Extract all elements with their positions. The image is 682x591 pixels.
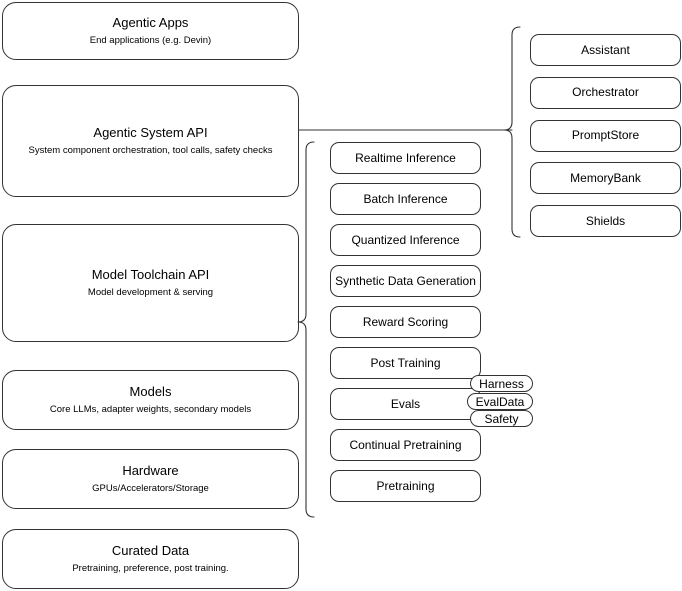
system-item-orchestrator[interactable]: Orchestrator (530, 76, 681, 109)
toolchain-item-label: Quantized Inference (351, 232, 460, 247)
system-item-label: PromptStore (571, 128, 640, 143)
layer-subtitle: Pretraining, preference, post training. (72, 563, 229, 574)
layer-title: Models (129, 384, 172, 399)
layer-agentic-apps[interactable]: Agentic Apps End applications (e.g. Devi… (2, 2, 299, 60)
layer-title: Hardware (122, 463, 179, 478)
brace-toolchain (297, 141, 315, 518)
system-item-memorybank[interactable]: MemoryBank (530, 162, 681, 195)
layer-model-toolchain-api[interactable]: Model Toolchain API Model development & … (2, 224, 299, 342)
layer-title: Curated Data (111, 543, 190, 558)
system-item-shields[interactable]: Shields (530, 205, 681, 238)
system-item-promptstore[interactable]: PromptStore (530, 119, 681, 152)
system-item-assistant[interactable]: Assistant (530, 34, 681, 66)
brace-agentic-system (503, 26, 521, 238)
layer-title: Model Toolchain API (91, 267, 210, 282)
layer-subtitle: Model development & serving (87, 287, 214, 298)
toolchain-item-pretraining[interactable]: Pretraining (330, 470, 481, 502)
eval-badge-evaldata[interactable]: EvalData (467, 393, 533, 410)
layer-title: Agentic System API (93, 125, 208, 140)
toolchain-item-post-training[interactable]: Post Training (330, 347, 481, 379)
layer-subtitle: GPUs/Accelerators/Storage (92, 483, 209, 494)
eval-badge-label: EvalData (475, 394, 525, 409)
toolchain-item-synthetic-data-generation[interactable]: Synthetic Data Generation (330, 265, 481, 297)
toolchain-item-label: Realtime Inference (355, 150, 456, 165)
toolchain-item-label: Batch Inference (363, 191, 448, 206)
layer-agentic-system-api[interactable]: Agentic System API System component orch… (2, 85, 299, 197)
toolchain-item-continual-pretraining[interactable]: Continual Pretraining (330, 429, 481, 461)
layer-models[interactable]: Models Core LLMs, adapter weights, secon… (2, 370, 299, 430)
system-item-label: Orchestrator (572, 85, 639, 100)
eval-badge-harness[interactable]: Harness (470, 375, 533, 392)
eval-badge-label: Harness (479, 376, 524, 391)
toolchain-item-label: Continual Pretraining (349, 437, 462, 452)
eval-badge-label: Safety (484, 411, 519, 426)
toolchain-item-label: Synthetic Data Generation (335, 273, 476, 288)
system-item-label: MemoryBank (570, 170, 641, 185)
layer-subtitle: Core LLMs, adapter weights, secondary mo… (49, 404, 252, 415)
toolchain-item-batch-inference[interactable]: Batch Inference (330, 183, 481, 215)
layer-title: Agentic Apps (112, 15, 189, 30)
eval-badge-safety[interactable]: Safety (470, 410, 533, 427)
toolchain-item-label: Post Training (370, 355, 441, 370)
toolchain-item-reward-scoring[interactable]: Reward Scoring (330, 306, 481, 338)
layer-curated-data[interactable]: Curated Data Pretraining, preference, po… (2, 529, 299, 589)
toolchain-item-label: Evals (390, 396, 421, 411)
system-item-label: Shields (585, 213, 626, 228)
toolchain-item-realtime-inference[interactable]: Realtime Inference (330, 142, 481, 174)
toolchain-item-quantized-inference[interactable]: Quantized Inference (330, 224, 481, 256)
toolchain-item-evals[interactable]: Evals (330, 388, 481, 420)
layer-subtitle: System component orchestration, tool cal… (28, 145, 273, 156)
toolchain-item-label: Reward Scoring (362, 314, 449, 329)
layer-hardware[interactable]: Hardware GPUs/Accelerators/Storage (2, 449, 299, 509)
system-item-label: Assistant (581, 42, 630, 57)
layer-subtitle: End applications (e.g. Devin) (89, 35, 212, 46)
toolchain-item-label: Pretraining (376, 478, 435, 493)
